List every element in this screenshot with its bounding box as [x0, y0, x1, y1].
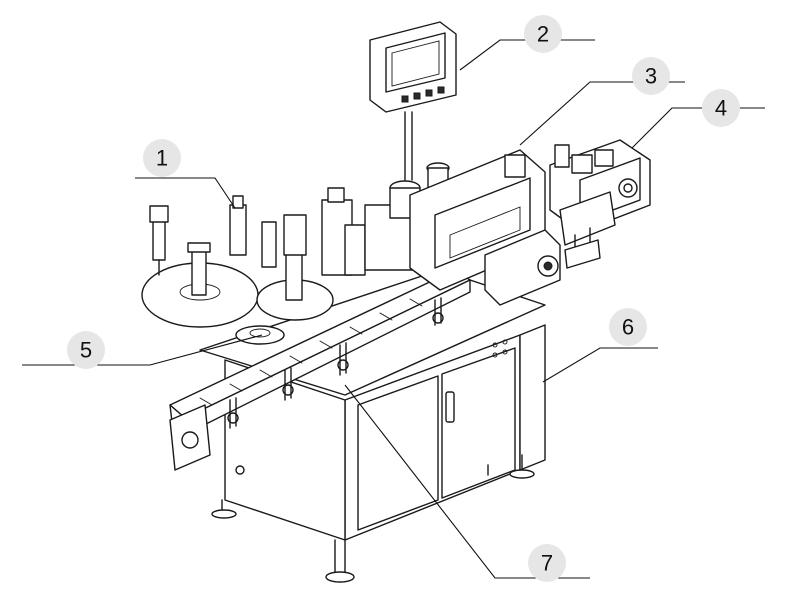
- callout-3: 3: [632, 57, 670, 95]
- callout-5-label: 5: [80, 338, 92, 363]
- conveyor: [169, 269, 471, 475]
- callout-3-label: 3: [645, 64, 657, 89]
- callout-5: 5: [67, 331, 105, 369]
- drive-unit: [549, 139, 651, 269]
- callout-4: 4: [702, 89, 740, 127]
- callout-1: 1: [143, 139, 181, 177]
- callout-4-label: 4: [715, 96, 727, 121]
- labeling-head: [229, 149, 561, 306]
- callout-2-label: 2: [537, 22, 549, 47]
- callout-6: 6: [609, 308, 647, 346]
- callout-6-label: 6: [622, 315, 634, 340]
- callout-1-label: 1: [156, 146, 168, 171]
- callout-7: 7: [528, 544, 566, 582]
- callout-7-label: 7: [541, 551, 553, 576]
- rotary-table: [141, 205, 334, 345]
- control-screen: [369, 21, 457, 181]
- callout-2: 2: [524, 15, 562, 53]
